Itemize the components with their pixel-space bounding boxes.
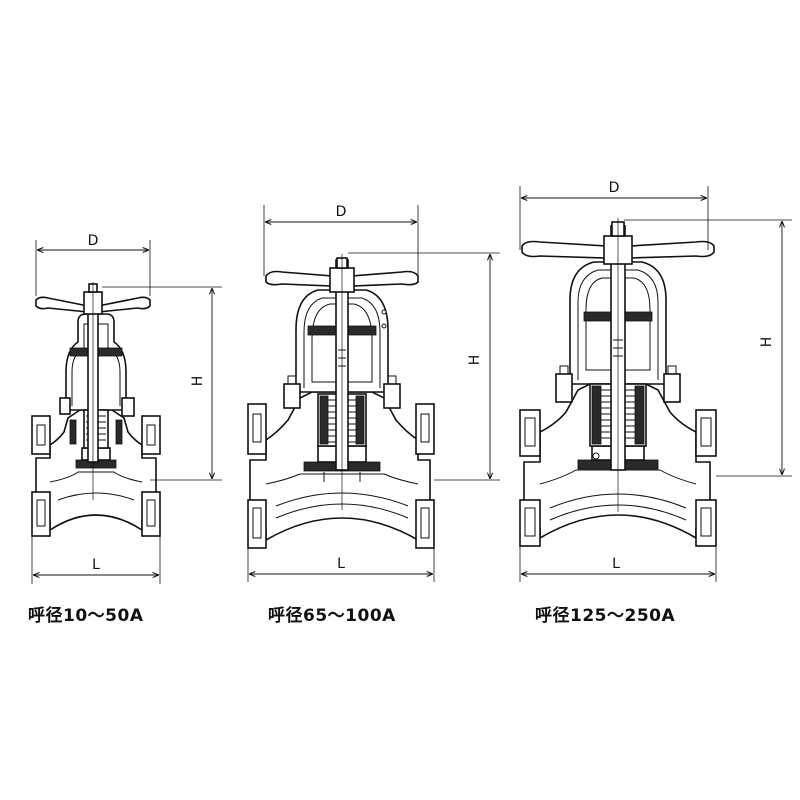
valve-large-l-label: L [612,556,620,572]
valve-large-h-label: H [759,337,775,348]
caption-large: 呼径125〜250A [535,606,676,626]
valve-medium-d-label: D [336,204,347,220]
valve-small-body [35,409,157,532]
valve-small: D H L [31,233,222,584]
valve-medium: D H L [247,204,500,582]
valve-small-left-flange [31,415,51,455]
valve-small-l-label: L [92,557,100,573]
valve-small-h-label: H [190,376,206,387]
valve-medium-l-label: L [337,556,345,572]
valve-large-handwheel [521,240,607,259]
caption-small: 呼径10〜50A [28,606,144,626]
valve-medium-left-flange [247,403,267,455]
valve-small-d-label: D [88,233,99,249]
valve-large-d-label: D [609,180,620,196]
valve-medium-handwheel [265,270,333,287]
valve-large-right-flange [695,409,717,457]
valve-small-handwheel [35,296,89,313]
valve-medium-right-flange [415,403,435,455]
caption-medium: 呼径65〜100A [268,606,396,626]
valve-large: D H L [519,180,792,582]
valve-medium-h-label: H [467,355,483,366]
valve-small-right-flange [141,415,161,455]
valve-large-left-flange [519,409,541,457]
